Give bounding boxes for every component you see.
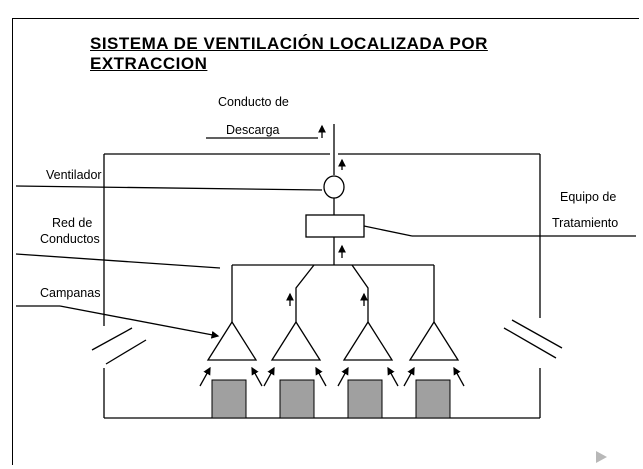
fan-icon [323, 175, 345, 199]
leader-ventilador [15, 185, 323, 191]
leader-tratamiento [363, 225, 413, 237]
leader-conductos [15, 253, 221, 269]
label-conducto-de: Conducto de [218, 95, 289, 109]
play-icon[interactable] [591, 448, 611, 466]
label-tratamiento: Tratamiento [552, 216, 619, 230]
label-equipo-de: Equipo de [560, 190, 617, 204]
makeup-air-left [91, 327, 133, 351]
hood-icon [270, 320, 322, 361]
slide-border [12, 18, 639, 465]
emission-source [279, 379, 315, 419]
slide-title-line1: SISTEMA DE VENTILACIÓN LOCALIZADA POR [90, 34, 488, 53]
treatment-box-icon [305, 214, 365, 238]
label-conductos: Conductos [40, 232, 100, 246]
emission-source [211, 379, 247, 419]
slide-title-line2: EXTRACCION [90, 54, 208, 73]
label-ventilador: Ventilador [46, 168, 102, 182]
hood-icon [342, 320, 394, 361]
label-campanas: Campanas [40, 286, 101, 300]
hood-icon [206, 320, 258, 361]
emission-source [347, 379, 383, 419]
emission-source [415, 379, 451, 419]
makeup-air-right [503, 327, 557, 359]
hood-icon [408, 320, 460, 361]
label-descarga: Descarga [226, 123, 280, 137]
label-red-de: Red de [52, 216, 93, 230]
